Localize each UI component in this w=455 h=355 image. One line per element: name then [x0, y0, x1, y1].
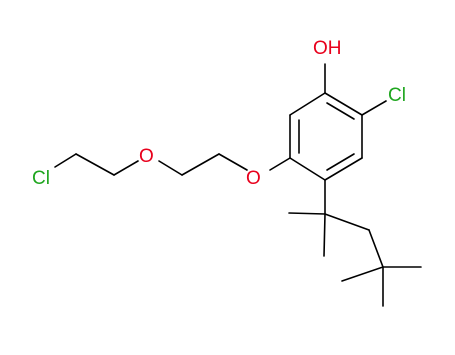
bond-ring-c4-c5 — [289, 157, 326, 181]
bond-ch2-ch2-a — [181, 153, 220, 176]
chain-chlorine-label: Cl — [32, 168, 50, 189]
atom-labels: OH Cl O O Cl — [32, 38, 406, 189]
bond-ring-c1-c2-inner — [326, 102, 355, 120]
bond-ch2-tbutyl — [368, 229, 384, 268]
bond-ch2-o-b — [158, 160, 183, 176]
bond-ch2-cl — [54, 153, 77, 168]
bond-ch2-ch2-b — [75, 153, 115, 176]
ether-oxygen-2-label: O — [139, 146, 154, 167]
ring-chlorine-label: Cl — [388, 85, 406, 106]
bonds — [54, 63, 422, 307]
bond-c5-o — [269, 157, 291, 171]
bond-o-ch2-a — [218, 153, 248, 171]
bond-ring-c1-c2 — [324, 92, 363, 116]
bond-cquat-ch2 — [324, 213, 370, 231]
bond-o-ch2-b — [113, 160, 139, 176]
bond-cquat-methyl-left — [288, 212, 326, 215]
bond-c2-cl — [361, 100, 387, 116]
bond-cquat-methyl-down — [323, 213, 326, 257]
bond-ring-c3-c4 — [324, 157, 363, 181]
bond-tbutyl-methyl-left — [341, 266, 384, 282]
bond-ring-c6-c1 — [289, 92, 326, 116]
hydroxyl-label: OH — [313, 38, 342, 59]
bond-ring-c3-c4-inner — [326, 153, 355, 171]
ether-oxygen-1-label: O — [246, 168, 261, 189]
